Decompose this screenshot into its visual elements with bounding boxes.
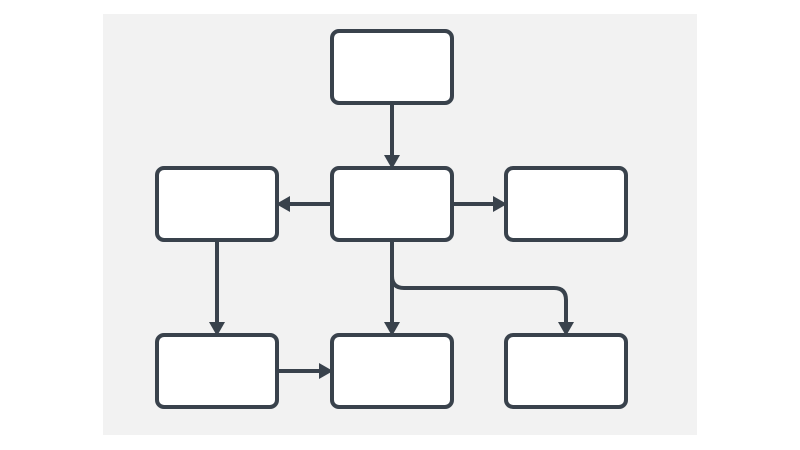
arrowhead bbox=[319, 363, 333, 379]
connector-line bbox=[390, 240, 568, 323]
edge-mid-left-to-bottom-left bbox=[209, 240, 225, 336]
edge-bottom-left-to-bottom-center bbox=[277, 363, 333, 379]
node-bottom-right bbox=[504, 333, 628, 409]
arrowhead bbox=[209, 322, 225, 336]
edges-layer bbox=[209, 103, 574, 379]
node-box bbox=[155, 333, 279, 409]
node-box bbox=[504, 166, 628, 242]
node-box bbox=[330, 166, 454, 242]
edge-top-center-to-mid-center bbox=[384, 103, 400, 169]
arrowhead bbox=[558, 322, 574, 336]
edge-mid-center-to-mid-right bbox=[452, 196, 507, 212]
arrowhead bbox=[384, 155, 400, 169]
node-box bbox=[155, 166, 279, 242]
edge-mid-center-to-bottom-right bbox=[390, 240, 574, 336]
node-box bbox=[330, 333, 454, 409]
edge-mid-center-to-mid-left bbox=[276, 196, 332, 212]
node-bottom-center bbox=[330, 333, 454, 409]
arrowhead bbox=[493, 196, 507, 212]
node-box bbox=[330, 29, 454, 105]
node-box bbox=[504, 333, 628, 409]
node-mid-center bbox=[330, 166, 454, 242]
arrowhead bbox=[276, 196, 290, 212]
arrowhead bbox=[384, 322, 400, 336]
node-top-center bbox=[330, 29, 454, 105]
node-mid-right bbox=[504, 166, 628, 242]
node-bottom-left bbox=[155, 333, 279, 409]
nodes-layer bbox=[155, 29, 628, 409]
node-mid-left bbox=[155, 166, 279, 242]
